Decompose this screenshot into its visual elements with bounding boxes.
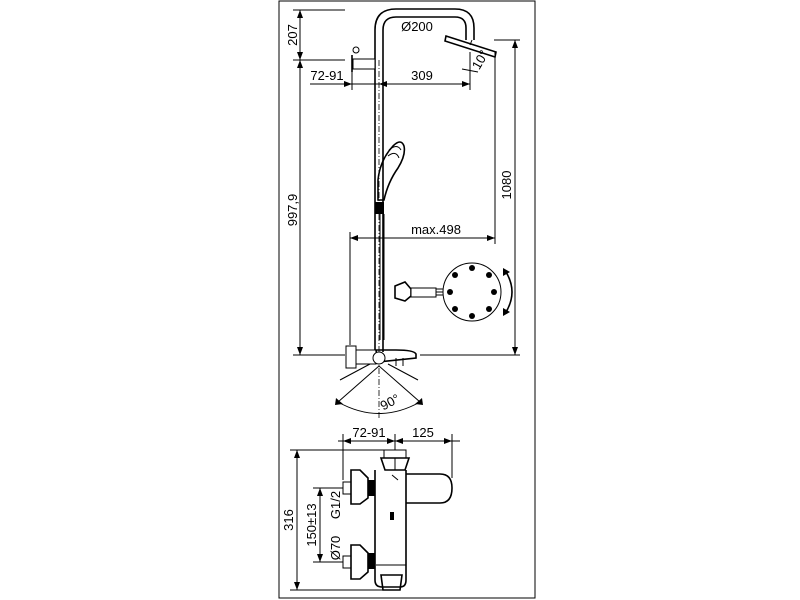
label-lower-total-height: 316	[281, 509, 296, 531]
lower-dimension-lines	[290, 434, 460, 591]
thermostat-mixer	[374, 449, 453, 591]
label-height-top: 207	[285, 24, 300, 46]
label-arm-reach: 309	[411, 68, 433, 83]
label-inlet-spacing: 150±13	[304, 503, 319, 546]
wall-connector-lower	[342, 544, 375, 580]
lower-dimension-labels: 72-91 125 316 150±13 G1/2 Ø70	[281, 425, 434, 560]
label-thread: G1/2	[328, 491, 343, 519]
upper-dimension-labels: 207 997,9 72-91 309 Ø200 10° 1080 max.49…	[285, 19, 514, 413]
label-wall-offset-lower: 72-91	[352, 425, 385, 440]
label-max-reach: max.498	[411, 222, 461, 237]
label-head-diameter: Ø200	[401, 19, 433, 34]
shower-hose	[379, 214, 385, 340]
upper-dimension-lines	[293, 9, 520, 356]
bracket-side-view	[394, 262, 513, 322]
drawing-frame	[278, 0, 536, 599]
hand-shower	[375, 141, 406, 214]
wall-connector-upper	[342, 469, 375, 505]
label-head-tilt: 10°	[469, 47, 492, 72]
label-head-height: 1080	[499, 171, 514, 200]
label-rosette-diameter: Ø70	[328, 536, 343, 561]
column-mixer	[345, 345, 417, 369]
wall-bracket-top	[351, 46, 376, 72]
swivel-angle-marks	[335, 363, 423, 414]
label-total-height: 997,9	[285, 194, 300, 227]
label-spout-length: 125	[412, 425, 434, 440]
label-swivel-angle: 90°	[378, 391, 402, 413]
label-wall-offset-upper: 72-91	[310, 68, 343, 83]
